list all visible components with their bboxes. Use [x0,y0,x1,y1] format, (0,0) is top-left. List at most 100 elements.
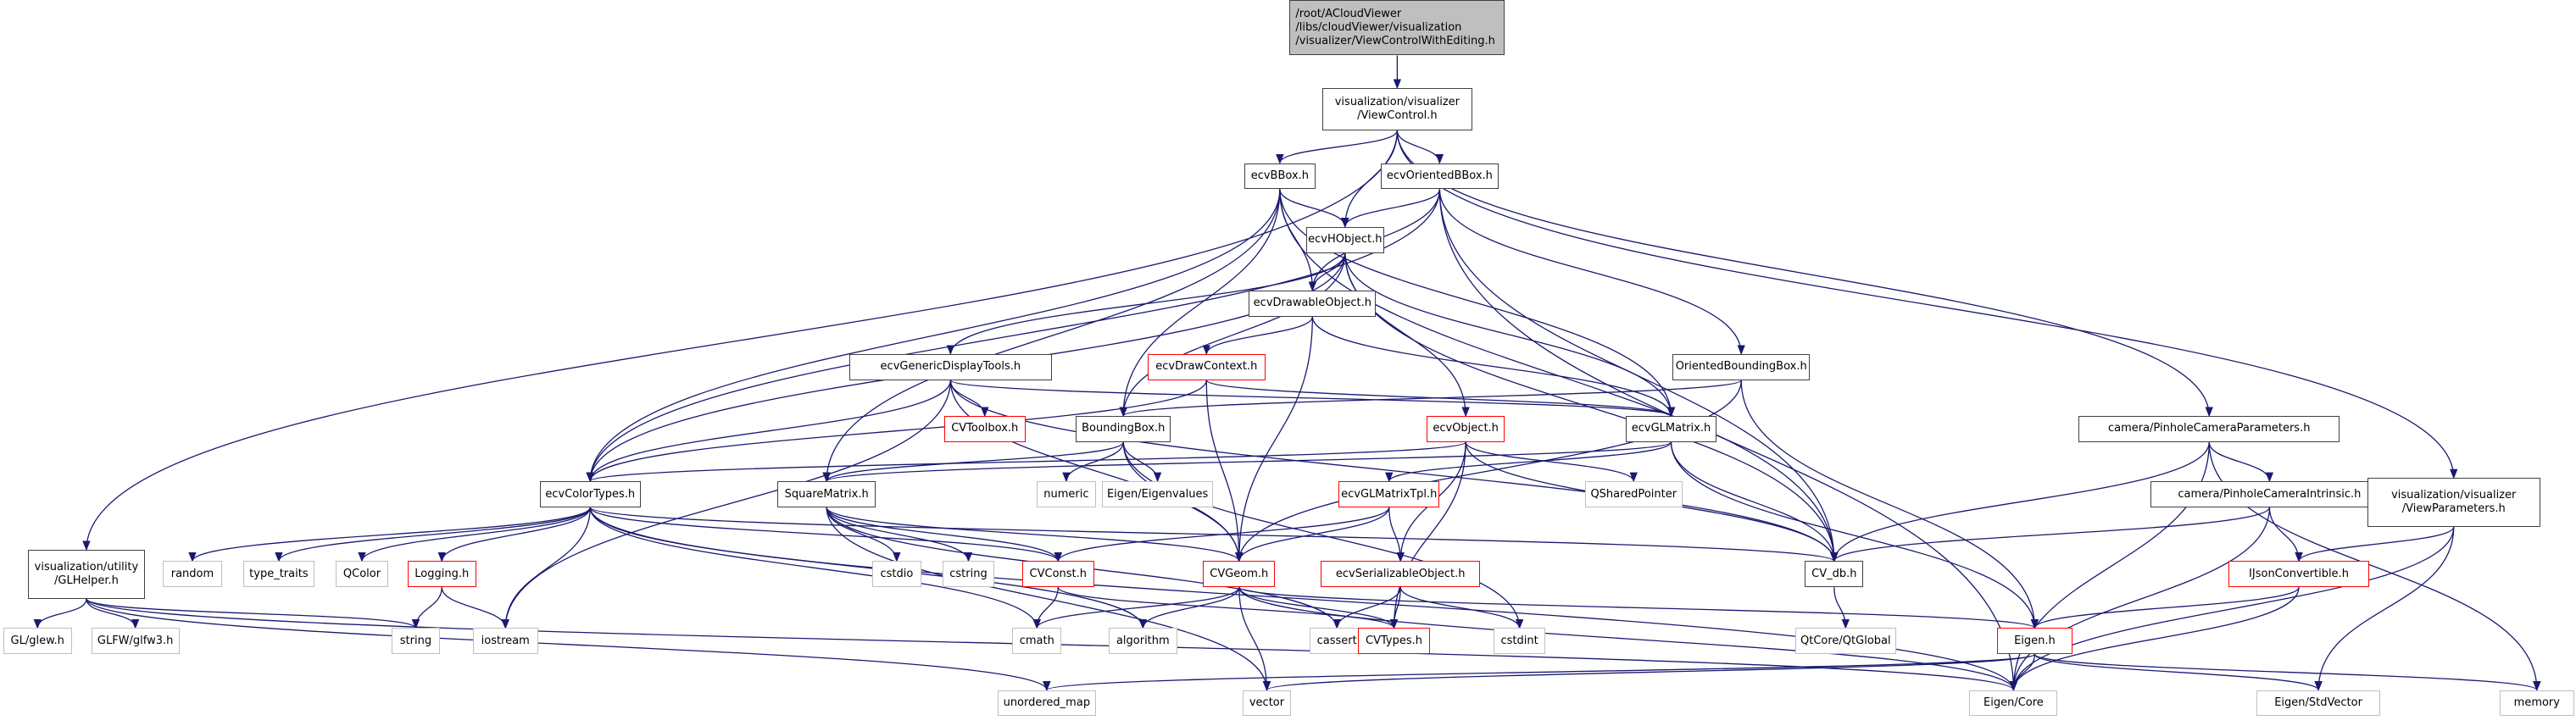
node-pinholeintrinsic[interactable]: camera/PinholeCameraIntrinsic.h [2150,481,2389,507]
node-label: SquareMatrix.h [784,487,869,501]
node-cvconst[interactable]: CVConst.h [1021,561,1094,588]
node-colortypes[interactable]: ecvColorTypes.h [539,481,641,507]
node-cvtypes[interactable]: CVTypes.h [1358,628,1430,655]
node-glhelper[interactable]: visualization/utility /GLHelper.h [27,550,146,599]
edge-obb-to-cvgeom [1235,380,1742,563]
node-pinholeparams[interactable]: camera/PinholeCameraParameters.h [2078,416,2340,442]
node-algorithm[interactable]: algorithm [1108,628,1177,655]
node-eigenh[interactable]: Eigen.h [1997,628,2072,655]
node-label: QtCore/QtGlobal [1800,634,1891,647]
edge-logging-to-iostream [441,587,509,629]
edge-orientedbbox-to-colortypes [586,189,1441,483]
edge-cvgeom-to-eigencore [1238,587,2017,691]
edge-glmatrix-to-cvdb [1670,441,1839,563]
edge-generic-to-cvdb [949,380,1839,563]
node-label: IJsonConvertible.h [2249,567,2349,580]
node-unorderedmap[interactable]: unordered_map [998,690,1096,717]
node-qcolor[interactable]: QColor [336,561,388,588]
edge-ecvobject-to-cvtypes [1389,441,1466,629]
node-label: BoundingBox.h [1082,422,1166,435]
node-cvgeom[interactable]: CVGeom.h [1203,561,1276,588]
node-label: Eigen.h [2014,634,2056,647]
node-eigencore[interactable]: Eigen/Core [1969,690,2058,717]
edge-cvconst-to-cvtypes [1057,586,1399,629]
node-qsharedpointer[interactable]: QSharedPointer [1584,481,1683,507]
edge-pinholeintrinsic-to-cvdb [1830,507,2271,563]
edge-squarematrix-to-cvgeom [826,507,1243,563]
node-eigenstdvector[interactable]: Eigen/StdVector [2256,690,2381,717]
node-ijson[interactable]: IJsonConvertible.h [2228,561,2369,588]
node-label: cstdio [880,567,914,580]
node-ecvobject[interactable]: ecvObject.h [1426,416,1505,442]
node-cassert[interactable]: cassert [1309,628,1365,655]
edge-colortypes-to-cmath [589,507,1041,629]
edge-drawcontext-to-cvgeom [1205,380,1243,563]
node-label: CVConst.h [1029,567,1088,580]
node-label: GL/glew.h [10,634,64,647]
node-root[interactable]: /root/ACloudViewer /libs/cloudViewer/vis… [1289,0,1505,56]
node-numeric[interactable]: numeric [1037,481,1096,507]
edge-colortypes-to-random [188,507,591,563]
node-label: QColor [342,567,381,580]
node-glfw[interactable]: GLFW/glfw3.h [91,628,180,655]
edge-eigenh-to-memory [2034,653,2541,691]
edge-eigenh-to-unorderedmap [1043,653,2036,691]
node-label: /root/ACloudViewer /libs/cloudViewer/vis… [1295,7,1495,47]
node-cmath[interactable]: cmath [1012,628,1062,655]
node-memory[interactable]: memory [2499,690,2575,717]
node-bbox[interactable]: ecvBBox.h [1243,163,1316,190]
edge-glhelper-to-glew [33,598,87,629]
node-eigenvalues[interactable]: Eigen/Eigenvalues [1102,481,1213,507]
node-string[interactable]: string [391,628,441,655]
node-drawcontext[interactable]: ecvDrawContext.h [1148,353,1266,380]
edge-bbox-to-boundingbox [1119,189,1281,418]
node-serializable[interactable]: ecvSerializableObject.h [1320,561,1481,588]
node-cstdint[interactable]: cstdint [1493,628,1546,655]
node-label: numeric [1043,487,1089,501]
node-glmatrix[interactable]: ecvGLMatrix.h [1625,416,1717,442]
edge-obb-to-boundingbox [1119,380,1742,418]
node-orientedbbox[interactable]: ecvOrientedBBox.h [1381,163,1499,190]
node-qtglobal[interactable]: QtCore/QtGlobal [1794,628,1896,655]
edge-viewcontrol-to-viewparams [1396,130,2458,479]
edge-bbox-to-glmatrix [1279,189,1676,418]
node-label: type_traits [249,567,309,580]
node-label: string [399,634,432,647]
node-viewcontrol[interactable]: visualization/visualizer /ViewControl.h [1321,87,1472,131]
edge-squarematrix-to-cvconst [826,507,1062,563]
node-drawable[interactable]: ecvDrawableObject.h [1249,290,1377,317]
edge-pinholeparams-to-pinholeintrinsic [2208,441,2274,483]
edge-orientedbbox-to-obb [1438,189,1745,356]
edge-glmatrixtpl-to-cvgeom [1235,507,1390,563]
node-label: cmath [1019,634,1054,647]
node-cvdb[interactable]: CV_db.h [1805,561,1864,588]
edge-viewparams-to-eigenstdvector [2314,527,2455,691]
node-generic[interactable]: ecvGenericDisplayTools.h [849,353,1052,380]
node-typetraits[interactable]: type_traits [242,561,315,588]
edge-ecvobject-to-qsharedpointer [1465,441,1638,483]
node-vector[interactable]: vector [1242,690,1292,717]
edge-cvgeom-to-eigenh [1238,586,2039,629]
node-viewparams[interactable]: visualization/visualizer /ViewParameters… [2367,478,2540,528]
edge-colortypes-to-cvconst [589,507,1062,563]
node-squarematrix[interactable]: SquareMatrix.h [777,481,876,507]
node-label: OrientedBoundingBox.h [1675,360,1807,374]
node-glew[interactable]: GL/glew.h [3,628,72,655]
node-obb[interactable]: OrientedBoundingBox.h [1672,353,1810,380]
node-label: camera/PinholeCameraIntrinsic.h [2178,487,2362,501]
node-cvtoolbox[interactable]: CVToolbox.h [943,416,1026,442]
node-cstring[interactable]: cstring [942,561,995,588]
node-cstdio[interactable]: cstdio [872,561,921,588]
edge-hobject-to-glmatrix [1344,252,1676,418]
node-label: ecvObject.h [1433,422,1499,435]
node-label: QSharedPointer [1590,487,1677,501]
node-random[interactable]: random [163,561,222,588]
node-logging[interactable]: Logging.h [407,561,476,588]
node-glmatrixtpl[interactable]: ecvGLMatrixTpl.h [1338,481,1440,507]
node-iostream[interactable]: iostream [472,628,538,655]
node-label: ecvDrawContext.h [1155,360,1258,374]
node-boundingbox[interactable]: BoundingBox.h [1076,416,1171,442]
edge-ecvobject-to-colortypes [587,441,1466,483]
node-hobject[interactable]: ecvHObject.h [1305,226,1384,253]
